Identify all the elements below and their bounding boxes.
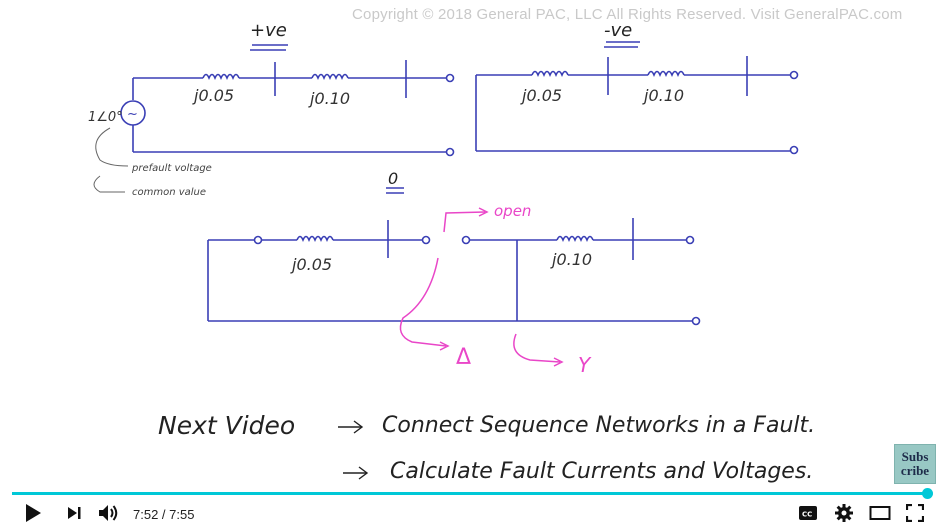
subscribe-label-1: Subs — [901, 449, 929, 464]
open-note: open — [494, 202, 531, 220]
pink-annotations — [399, 207, 564, 367]
captions-icon: CC — [799, 506, 817, 520]
zero-impedance-1: j0.05 — [290, 255, 332, 274]
negative-sequence-network — [475, 56, 799, 155]
zero-impedance-2: j0.10 — [550, 250, 592, 269]
inductor-icon — [311, 73, 349, 79]
next-video-item-2: Calculate Fault Currents and Voltages. — [390, 459, 813, 484]
neg-impedance-1: j0.05 — [520, 86, 562, 105]
volume-button[interactable] — [97, 501, 121, 525]
prefault-arrow — [93, 127, 129, 193]
negative-sequence-label: -ve — [604, 20, 632, 41]
volume-icon — [99, 505, 118, 521]
time-display: 7:52 / 7:55 — [133, 507, 195, 522]
scrubber-handle[interactable] — [921, 488, 933, 499]
progress-bar[interactable] — [12, 488, 933, 499]
theater-button[interactable] — [867, 501, 893, 525]
fullscreen-button[interactable] — [903, 501, 927, 525]
subscribe-label-2: cribe — [900, 463, 930, 478]
zero-sequence-label: 0 — [388, 169, 398, 188]
svg-text:CC: CC — [802, 511, 812, 519]
subscribe-button[interactable]: Subs cribe — [894, 444, 936, 484]
next-button[interactable] — [63, 501, 85, 525]
fullscreen-icon — [906, 504, 924, 522]
common-value-note: common value — [132, 187, 206, 198]
source-voltage-label: 1∠0° — [88, 110, 123, 125]
neg-impedance-2: j0.10 — [642, 86, 684, 105]
whiteboard-drawing: +ve -ve 0 1∠0° ~ prefault voltage common… — [88, 20, 815, 484]
play-icon — [26, 504, 41, 522]
wye-note: Y — [578, 353, 592, 377]
inductor-icon — [556, 235, 594, 241]
zero-sequence-network — [207, 218, 701, 326]
inductor-icon — [296, 235, 334, 241]
inductor-icon — [531, 70, 569, 76]
arrow-icon — [338, 420, 369, 480]
next-video-title: Next Video — [158, 411, 295, 440]
inductor-icon — [647, 70, 685, 76]
player-controls: 7:52 / 7:55 CC — [0, 496, 945, 530]
settings-button[interactable] — [832, 501, 856, 525]
copyright-watermark: Copyright © 2018 General PAC, LLC All Ri… — [352, 6, 903, 23]
source-symbol: ~ — [127, 107, 138, 122]
captions-button[interactable]: CC — [796, 501, 820, 525]
delta-note: Δ — [456, 345, 471, 370]
progress-played — [12, 492, 928, 495]
prefault-note: prefault voltage — [131, 163, 212, 174]
positive-sequence-label: +ve — [250, 20, 287, 41]
pos-impedance-2: j0.10 — [308, 89, 350, 108]
inductor-icon — [202, 73, 240, 79]
play-button[interactable] — [20, 501, 46, 525]
pos-impedance-1: j0.05 — [192, 86, 234, 105]
next-icon — [68, 507, 81, 519]
next-video-item-1: Connect Sequence Networks in a Fault. — [382, 413, 815, 438]
theater-icon — [869, 506, 891, 520]
positive-sequence-network — [120, 60, 455, 157]
settings-icon — [835, 504, 853, 522]
